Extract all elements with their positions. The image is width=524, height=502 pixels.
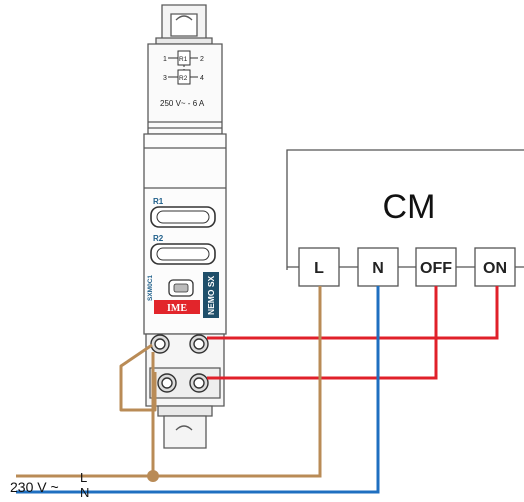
product-badge xyxy=(203,272,219,318)
cm-terminal-off xyxy=(415,247,457,287)
cm-terminal-label-n: N xyxy=(372,260,384,277)
brand-badge xyxy=(154,300,200,314)
cm-terminal-label-on: ON xyxy=(483,260,507,277)
wire-line-bridge xyxy=(119,343,157,412)
screw-terminals xyxy=(150,334,209,393)
model-code-label: SXM0C1 xyxy=(147,275,154,301)
relay2-left-terminal: 3 xyxy=(163,75,167,82)
relay1-name: R1 xyxy=(179,56,188,63)
wire-neutral xyxy=(16,286,380,494)
wire-line-supply xyxy=(16,286,322,478)
led1-window xyxy=(150,206,216,228)
cm-terminal-label-l: L xyxy=(314,260,324,277)
cm-title: CM xyxy=(383,188,436,226)
product-name: NEMO SX xyxy=(206,275,216,315)
led1-label: R1 xyxy=(153,197,164,206)
relay2-right-terminal: 4 xyxy=(200,75,204,82)
supply-line-label: L xyxy=(80,470,87,485)
rating-label: 250 V~ - 6 A xyxy=(160,99,205,108)
relay1-right-terminal: 2 xyxy=(200,56,204,63)
wire-on-control xyxy=(207,286,499,340)
wire-off-control xyxy=(207,286,438,380)
brand-logo: IME xyxy=(167,303,187,314)
led2-label: R2 xyxy=(153,234,164,243)
relay1-left-terminal: 1 xyxy=(163,56,167,63)
cm-terminal-label-off: OFF xyxy=(420,260,452,277)
led2-window xyxy=(150,243,216,265)
led1-inner xyxy=(156,210,210,224)
supply-voltage-label: 230 V ~ xyxy=(10,479,59,495)
cm-enclosure xyxy=(286,149,524,270)
led2-inner xyxy=(156,247,210,261)
line-junction-dot xyxy=(147,470,159,482)
cm-terminal-l xyxy=(298,247,340,287)
relay-symbols xyxy=(168,50,198,85)
cm-terminal-on xyxy=(474,247,516,287)
config-button-cap xyxy=(173,283,189,293)
cm-module: CM L N OFF ON xyxy=(286,149,524,287)
supply-neutral-label: N xyxy=(80,485,89,500)
relay2-name: R2 xyxy=(179,75,188,82)
